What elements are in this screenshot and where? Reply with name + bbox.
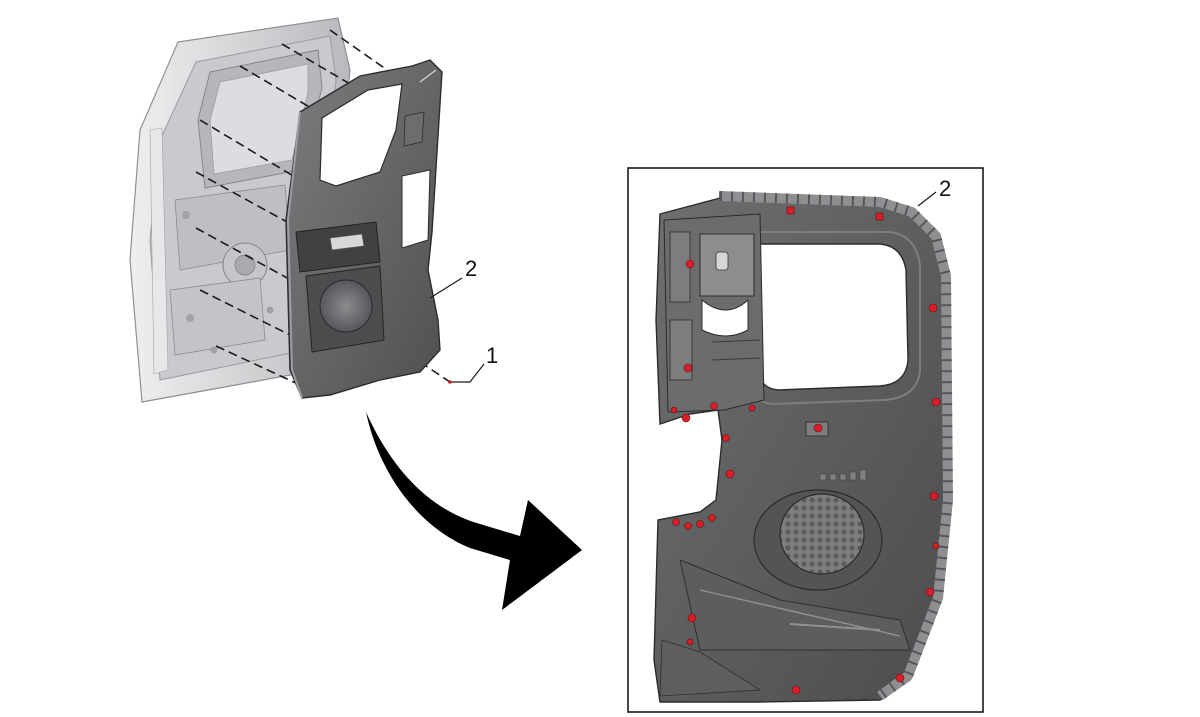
- retaining-clips: [670, 206, 941, 695]
- curved-arrow: [366, 412, 582, 610]
- leader-lines-left: [429, 277, 485, 383]
- callout-panel: 2: [465, 256, 478, 281]
- leader-line-detail: [917, 191, 937, 207]
- callout-fastener: 1: [486, 343, 499, 368]
- detail-panel: [653, 191, 953, 703]
- alignment-lines: [195, 29, 451, 386]
- callout-panel-detail: 2: [939, 176, 952, 201]
- fastener-marker: [448, 380, 452, 384]
- trim-panel: [285, 59, 443, 399]
